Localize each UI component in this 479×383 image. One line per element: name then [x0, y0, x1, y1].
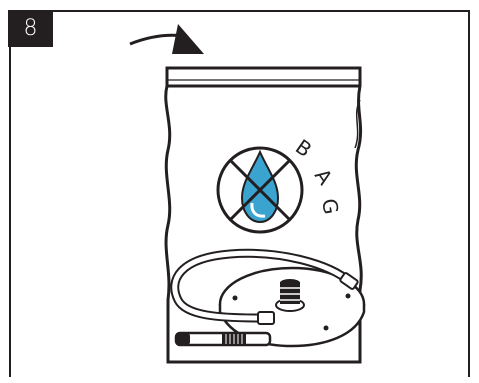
valve-post	[275, 279, 305, 312]
step-number-badge: 8	[8, 10, 53, 47]
instruction-panel-frame	[9, 10, 470, 377]
hose-tube	[170, 248, 359, 325]
curved-arrow-icon	[129, 24, 204, 54]
bag-letter-g: G	[317, 197, 343, 216]
no-water-drop-icon	[216, 146, 304, 234]
bite-valve	[174, 331, 272, 347]
